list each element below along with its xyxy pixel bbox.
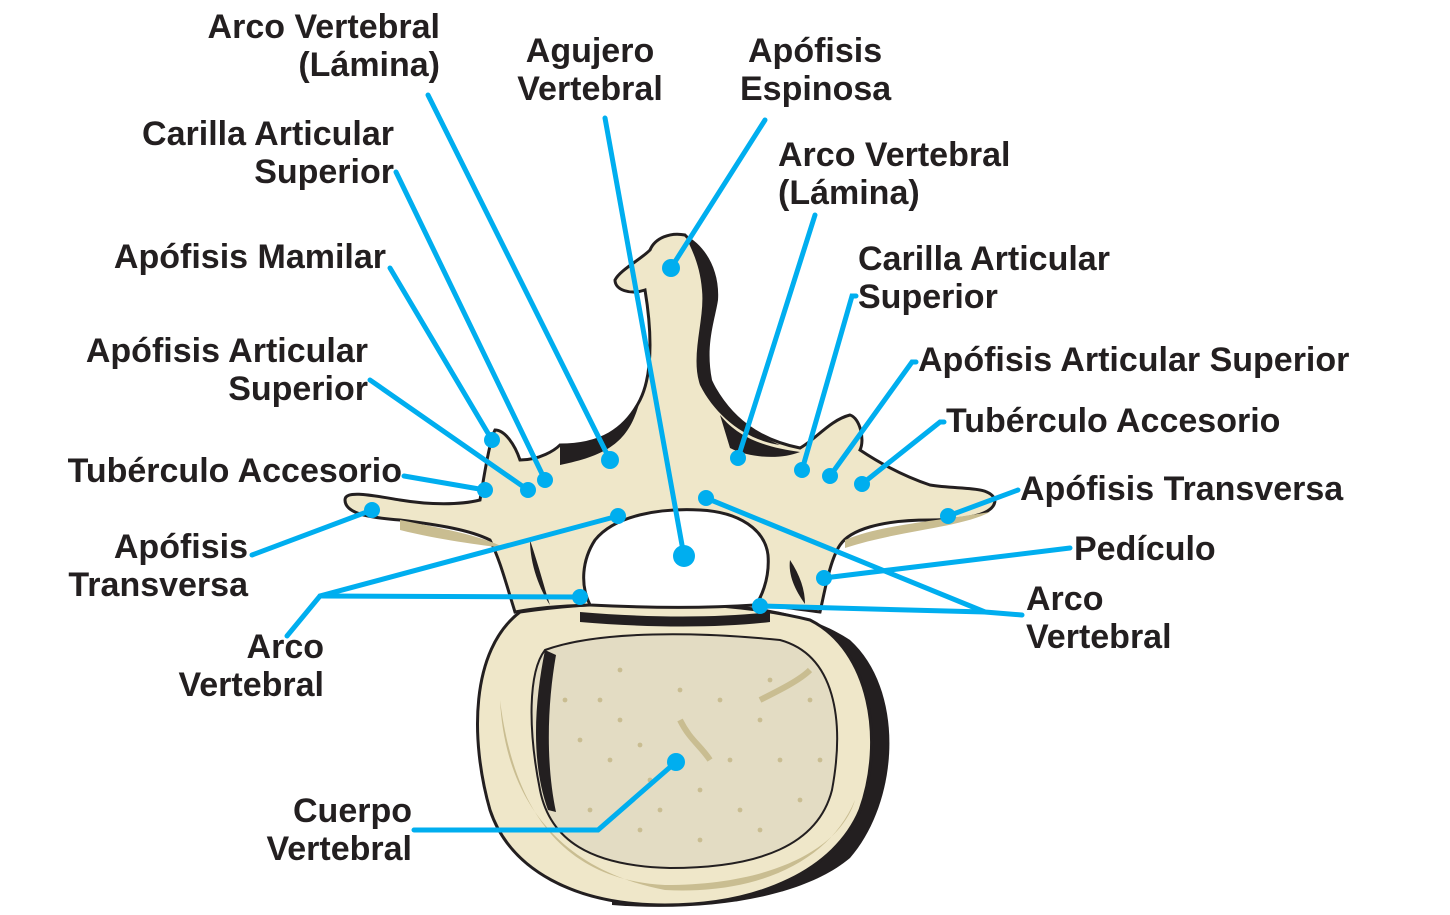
dot-carilla-articular-superior-right bbox=[794, 462, 810, 478]
label-line: Transversa bbox=[20, 566, 248, 604]
label-line: Espinosa bbox=[740, 70, 940, 108]
label-apofisis-transversa-left: Apófisis Transversa bbox=[20, 528, 248, 604]
dot-arco-vertebral-left-upper bbox=[610, 508, 626, 524]
leader-tuberculo-accesorio-left bbox=[404, 476, 485, 490]
dot-pediculo bbox=[816, 570, 832, 586]
dot-apofisis-transversa-right bbox=[940, 508, 956, 524]
label-line: Apófisis Mamilar bbox=[40, 238, 386, 276]
label-line: Vertebral bbox=[495, 70, 685, 108]
leader-arco-vertebral-left-b bbox=[320, 596, 580, 597]
label-agujero-vertebral: Agujero Vertebral bbox=[495, 32, 685, 108]
dot-apofisis-transversa-left bbox=[364, 502, 380, 518]
label-apofisis-articular-superior-right: Apófisis Articular Superior bbox=[918, 341, 1438, 379]
dot-apofisis-mamilar bbox=[484, 432, 500, 448]
label-line: Apófisis bbox=[740, 32, 940, 70]
dot-apofisis-espinosa bbox=[662, 259, 680, 277]
leader-apofisis-espinosa bbox=[671, 120, 765, 268]
dot-apofisis-articular-superior-right bbox=[822, 468, 838, 484]
label-line: Superior bbox=[20, 370, 368, 408]
label-line: Agujero bbox=[495, 32, 685, 70]
vertebral-body-surface bbox=[532, 634, 838, 868]
label-arco-vertebral-left: Arco Vertebral bbox=[130, 628, 324, 704]
label-line: Apófisis bbox=[20, 528, 248, 566]
leader-arco-vertebral-lamina-left bbox=[428, 95, 610, 460]
dot-cuerpo-vertebral bbox=[667, 753, 685, 771]
dot-tuberculo-accesorio-right bbox=[854, 476, 870, 492]
label-pediculo: Pedículo bbox=[1074, 530, 1274, 568]
dot-agujero-vertebral bbox=[673, 545, 695, 567]
label-line: Carilla Articular bbox=[80, 115, 394, 153]
leader-apofisis-mamilar bbox=[390, 268, 492, 440]
label-line: Arco bbox=[130, 628, 324, 666]
label-line: Pedículo bbox=[1074, 530, 1274, 568]
label-line: Vertebral bbox=[1026, 618, 1226, 656]
label-arco-vertebral-right: Arco Vertebral bbox=[1026, 580, 1226, 656]
dot-apofisis-articular-superior-left bbox=[520, 482, 536, 498]
label-apofisis-mamilar: Apófisis Mamilar bbox=[40, 238, 386, 276]
leader-apofisis-transversa-left bbox=[252, 510, 372, 555]
label-line: Carilla Articular bbox=[858, 240, 1178, 278]
label-tuberculo-accesorio-right: Tubérculo Accesorio bbox=[946, 402, 1366, 440]
label-line: Tubérculo Accesorio bbox=[946, 402, 1366, 440]
label-line: Apófisis Articular Superior bbox=[918, 341, 1438, 379]
dot-arco-vertebral-left-lower bbox=[572, 589, 588, 605]
label-line: Vertebral bbox=[220, 830, 412, 868]
label-arco-vertebral-lamina-right: Arco Vertebral (Lámina) bbox=[778, 136, 1068, 212]
label-apofisis-articular-superior-left: Apófisis Articular Superior bbox=[20, 332, 368, 408]
leader-carilla-articular-superior-left bbox=[396, 172, 545, 480]
label-line: Cuerpo bbox=[220, 792, 412, 830]
label-line: Superior bbox=[858, 278, 1178, 316]
leader-arco-vertebral-right-b bbox=[760, 606, 985, 612]
label-tuberculo-accesorio-left: Tubérculo Accesorio bbox=[0, 452, 402, 490]
label-line: (Lámina) bbox=[778, 174, 1068, 212]
dot-tuberculo-accesorio-left bbox=[477, 482, 493, 498]
label-line: Arco bbox=[1026, 580, 1226, 618]
dot-arco-vertebral-right-upper bbox=[698, 490, 714, 506]
label-arco-vertebral-lamina-left: Arco Vertebral (Lámina) bbox=[150, 8, 440, 84]
label-line: Vertebral bbox=[130, 666, 324, 704]
label-apofisis-espinosa: Apófisis Espinosa bbox=[740, 32, 940, 108]
label-line: Arco Vertebral bbox=[778, 136, 1068, 174]
dot-arco-vertebral-lamina-left bbox=[601, 451, 619, 469]
label-carilla-articular-superior-right: Carilla Articular Superior bbox=[858, 240, 1178, 316]
label-line: Arco Vertebral bbox=[150, 8, 440, 46]
label-line: Apófisis Articular bbox=[20, 332, 368, 370]
label-line: Superior bbox=[80, 153, 394, 191]
dot-arco-vertebral-lamina-right bbox=[730, 450, 746, 466]
dot-arco-vertebral-right-lower bbox=[752, 598, 768, 614]
label-cuerpo-vertebral: Cuerpo Vertebral bbox=[220, 792, 412, 868]
dot-carilla-articular-superior-left bbox=[537, 472, 553, 488]
label-carilla-articular-superior-left: Carilla Articular Superior bbox=[80, 115, 394, 191]
leader-arco-vertebral-lamina-right bbox=[738, 215, 815, 458]
label-line: Tubérculo Accesorio bbox=[0, 452, 402, 490]
label-line: Apófisis Transversa bbox=[1020, 470, 1440, 508]
label-line: (Lámina) bbox=[150, 46, 440, 84]
label-apofisis-transversa-right: Apófisis Transversa bbox=[1020, 470, 1440, 508]
